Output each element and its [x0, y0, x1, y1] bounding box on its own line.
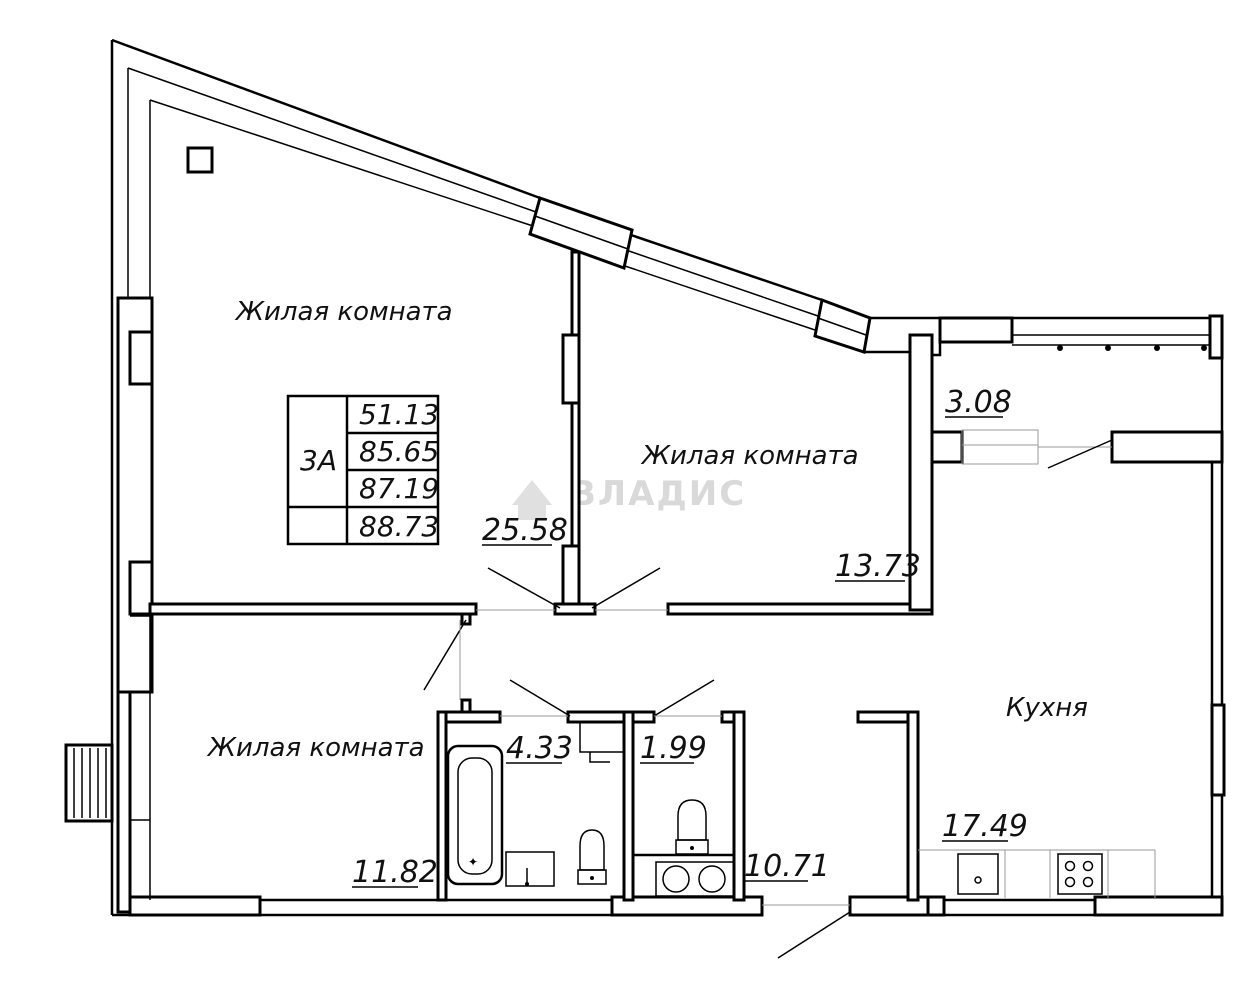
kitchen-counter — [918, 849, 1156, 898]
living-room-2-area: 13.73 — [835, 549, 921, 584]
watermark: ВЛАДИС — [512, 474, 746, 520]
area-total-full: 88.73 — [359, 510, 439, 543]
house-logo-icon — [512, 480, 552, 520]
bathroom-area: 4.33 — [506, 731, 573, 766]
door-swings — [423, 439, 1113, 959]
bathtub: ✦ — [446, 744, 504, 886]
watermark-text: ВЛАДИС — [570, 474, 746, 514]
stove — [1057, 853, 1103, 895]
svg-text:✦: ✦ — [468, 855, 478, 869]
kitchen-label: Кухня — [1006, 693, 1088, 723]
area-total-balcony: 87.19 — [359, 472, 439, 505]
bathroom-toilet — [577, 829, 607, 885]
ventilation-shaft — [186, 146, 214, 174]
wc-toilet — [675, 799, 709, 855]
radiator — [64, 743, 114, 823]
living-room-1-label: Жилая комната — [234, 297, 453, 327]
left-wall — [64, 296, 154, 914]
room-labels: Жилая комната 25.58 Жилая комната 13.73 … — [206, 297, 1088, 890]
interior-walls — [148, 250, 1224, 902]
area-table: 3A 51.13 85.65 87.19 88.73 — [286, 394, 440, 546]
living-room-1-area: 25.58 — [482, 513, 568, 548]
kitchen-area: 17.49 — [942, 809, 1028, 844]
washbasin — [655, 861, 735, 897]
living-room-3-label: Жилая комната — [206, 733, 425, 763]
living-room-3-area: 11.82 — [352, 855, 438, 890]
area-total: 85.65 — [359, 435, 439, 468]
kitchen-sink — [957, 853, 999, 895]
toilet-area: 1.99 — [640, 731, 707, 766]
hallway-area: 10.71 — [744, 849, 830, 884]
balcony-area: 3.08 — [945, 385, 1012, 420]
apartment-code: 3A — [300, 444, 337, 477]
area-living: 51.13 — [359, 398, 439, 431]
living-room-2-label: Жилая комната — [640, 441, 859, 471]
bathroom-sink — [505, 851, 555, 887]
